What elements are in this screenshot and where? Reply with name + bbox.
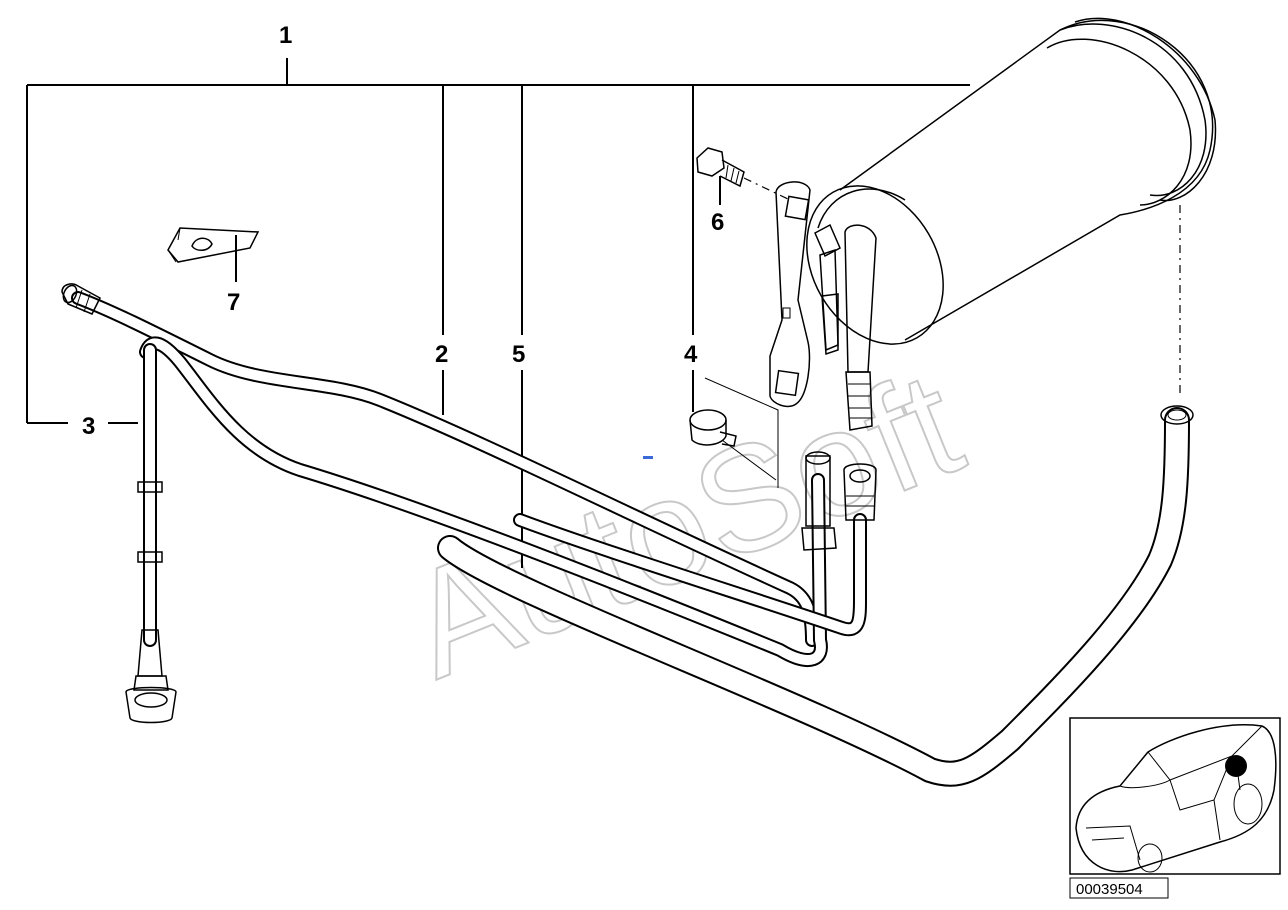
hose-clamp-4 — [689, 377, 779, 488]
location-dot-icon — [1225, 755, 1247, 777]
hose-5 — [437, 205, 1194, 787]
part-number-box: 00039504 — [1069, 877, 1169, 899]
callout-7: 7 — [227, 289, 240, 316]
canister-bracket — [769, 181, 811, 408]
callout-6: 6 — [711, 209, 724, 236]
callout-3: 3 — [82, 413, 95, 440]
callout-bracket — [26, 58, 970, 568]
hose-2 — [71, 291, 877, 667]
part-number: 00039504 — [1076, 881, 1143, 898]
callout-1: 1 — [279, 22, 292, 49]
callout-2: 2 — [435, 341, 448, 368]
bracket-plate-7 — [167, 227, 260, 263]
blue-mark — [643, 456, 653, 459]
callout-4: 4 — [684, 341, 698, 368]
callout-5: 5 — [512, 341, 525, 368]
vehicle-thumbnail — [1069, 717, 1281, 875]
carbon-canister — [806, 17, 1217, 431]
sedan-car-icon — [1075, 724, 1277, 873]
vertical-pipe-3 — [125, 343, 177, 724]
left-nozzle — [61, 283, 101, 315]
bolt-6 — [696, 147, 791, 201]
